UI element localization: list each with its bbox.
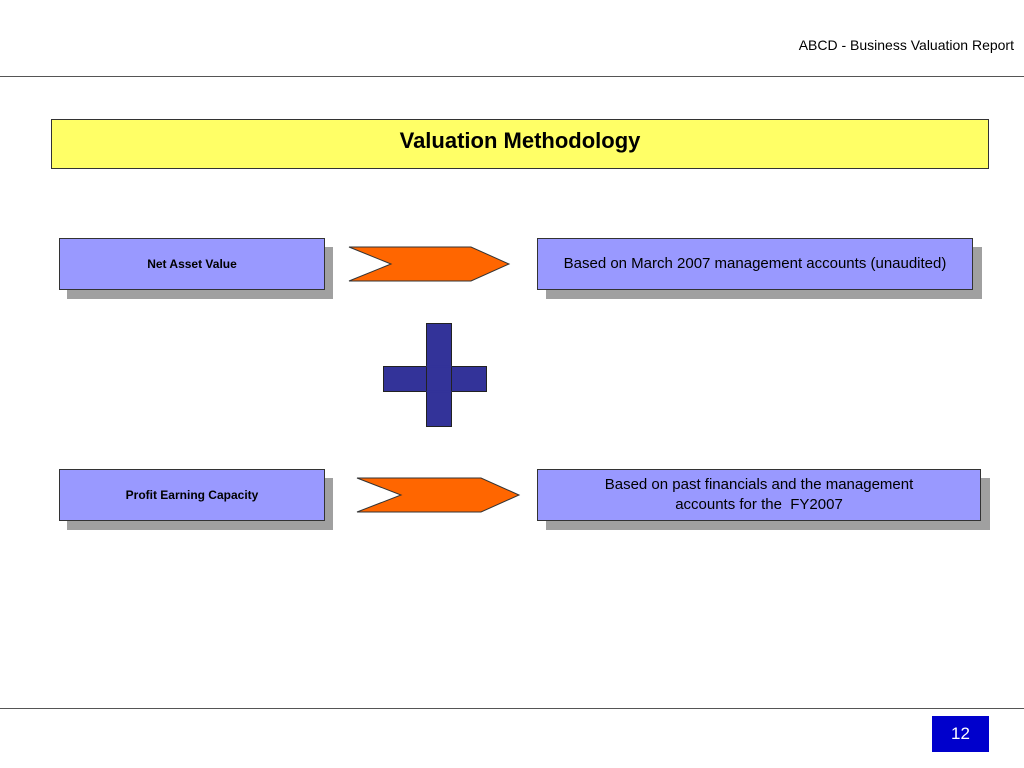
method-box-net-asset-value: Net Asset Value	[59, 238, 325, 290]
header-divider	[0, 76, 1024, 77]
method-label: Profit Earning Capacity	[125, 488, 259, 502]
basis-text: Based on March 2007 management accounts …	[563, 255, 947, 272]
method-box-profit-earning-capacity: Profit Earning Capacity	[59, 469, 325, 521]
chevron-arrow-icon	[348, 246, 511, 282]
slide-title: Valuation Methodology	[51, 119, 989, 169]
plus-icon	[383, 323, 487, 427]
chevron-arrow-icon	[356, 477, 521, 513]
basis-box-net-asset-value: Based on March 2007 management accounts …	[537, 238, 973, 290]
page-number-badge: 12	[932, 716, 989, 752]
basis-text: Based on past financials and the managem…	[604, 476, 918, 513]
footer-divider	[0, 708, 1024, 709]
method-label: Net Asset Value	[147, 257, 237, 271]
report-title: ABCD - Business Valuation Report	[798, 37, 1014, 53]
basis-box-profit-earning-capacity: Based on past financials and the managem…	[537, 469, 981, 521]
